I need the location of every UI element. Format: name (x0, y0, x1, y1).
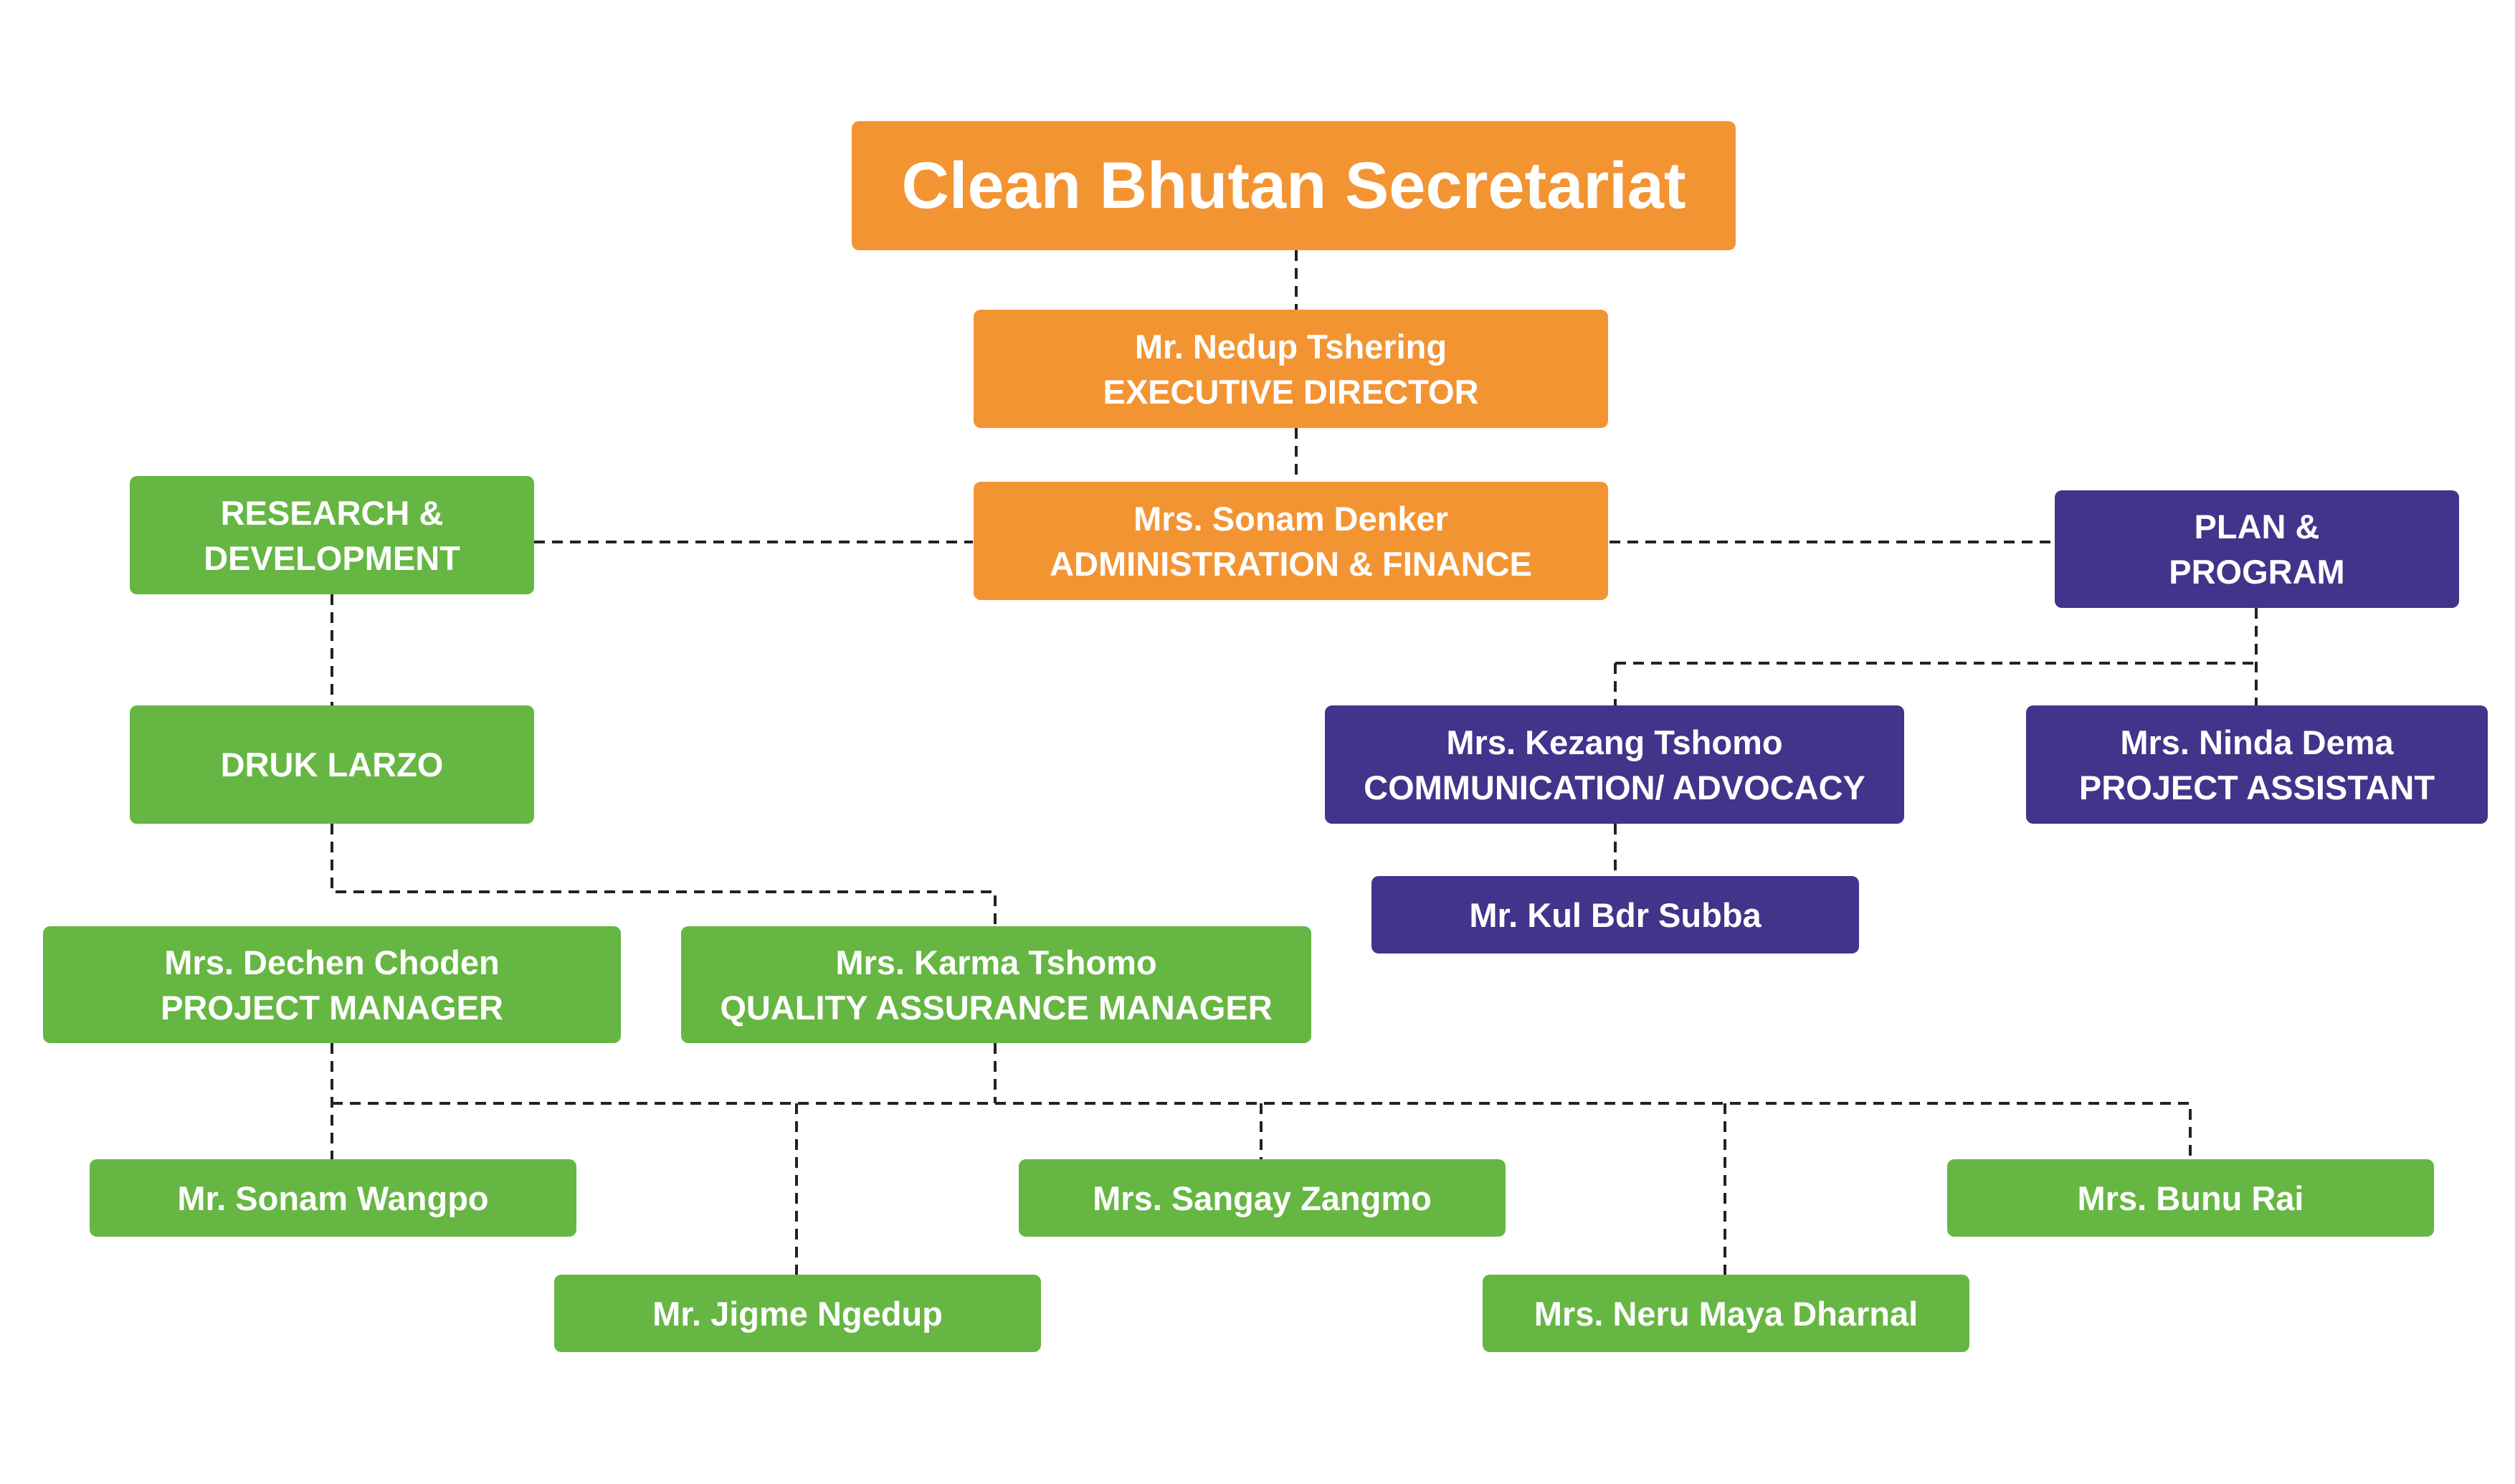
node-sangay-zangmo: Mrs. Sangay Zangmo (1019, 1159, 1506, 1237)
node-line: Clean Bhutan Secretariat (901, 149, 1686, 222)
node-executive-director: Mr. Nedup Tshering EXECUTIVE DIRECTOR (974, 310, 1608, 428)
node-administration-finance: Mrs. Sonam Denker ADMINISTRATION & FINAN… (974, 482, 1608, 600)
connector (332, 1102, 2192, 1159)
node-druk-larzo: DRUK LARZO (130, 705, 534, 824)
node-line: Mrs. Bunu Rai (2077, 1179, 2304, 1217)
node-line: Mrs. Sonam Denker (1133, 499, 1448, 538)
node-line: PROGRAM (2169, 553, 2345, 591)
node-neru-maya-dharnal: Mrs. Neru Maya Dharnal (1483, 1275, 1969, 1352)
node-communication-advocacy: Mrs. Kezang Tshomo COMMUNICATION/ ADVOCA… (1325, 705, 1904, 824)
node-line: Mr. Kul Bdr Subba (1469, 895, 1762, 934)
node-plan-program: PLAN & PROGRAM (2055, 490, 2459, 608)
node-line: COMMUNICATION/ ADVOCACY (1364, 768, 1865, 807)
node-line: EXECUTIVE DIRECTOR (1103, 372, 1479, 411)
node-sonam-wangpo: Mr. Sonam Wangpo (90, 1159, 576, 1237)
node-line: Mrs. Dechen Choden (164, 943, 500, 981)
node-line: Mrs. Kezang Tshomo (1446, 723, 1783, 761)
node-research-development: RESEARCH & DEVELOPMENT (130, 476, 534, 594)
node-kul-bdr-subba: Mr. Kul Bdr Subba (1371, 876, 1859, 953)
node-line: Mrs. Karma Tshomo (835, 943, 1157, 981)
node-clean-bhutan-secretariat: Clean Bhutan Secretariat (852, 121, 1736, 250)
node-line: Mr. Jigme Ngedup (652, 1294, 943, 1333)
node-line: PROJECT MANAGER (161, 988, 503, 1027)
node-project-assistant: Mrs. Ninda Dema PROJECT ASSISTANT (2026, 705, 2488, 824)
node-line: Mr. Nedup Tshering (1134, 327, 1447, 366)
node-line: PLAN & (2194, 508, 2320, 546)
node-line: RESEARCH & (220, 493, 444, 532)
node-jigme-ngedup: Mr. Jigme Ngedup (554, 1275, 1041, 1352)
node-line: Mrs. Ninda Dema (2120, 723, 2394, 761)
connector (331, 824, 997, 926)
node-line: Mr. Sonam Wangpo (177, 1179, 489, 1217)
node-line: DRUK LARZO (220, 746, 444, 784)
node-line: ADMINISTRATION & FINANCE (1050, 544, 1532, 583)
node-line: QUALITY ASSURANCE MANAGER (720, 988, 1273, 1027)
node-line: Mrs. Neru Maya Dharnal (1534, 1294, 1919, 1333)
node-line: Mrs. Sangay Zangmo (1093, 1179, 1432, 1217)
node-quality-assurance-manager: Mrs. Karma Tshomo QUALITY ASSURANCE MANA… (681, 926, 1311, 1043)
node-bunu-rai: Mrs. Bunu Rai (1947, 1159, 2434, 1237)
node-line: DEVELOPMENT (204, 538, 460, 577)
node-line: PROJECT ASSISTANT (2078, 768, 2435, 807)
node-project-manager: Mrs. Dechen Choden PROJECT MANAGER (43, 926, 621, 1043)
